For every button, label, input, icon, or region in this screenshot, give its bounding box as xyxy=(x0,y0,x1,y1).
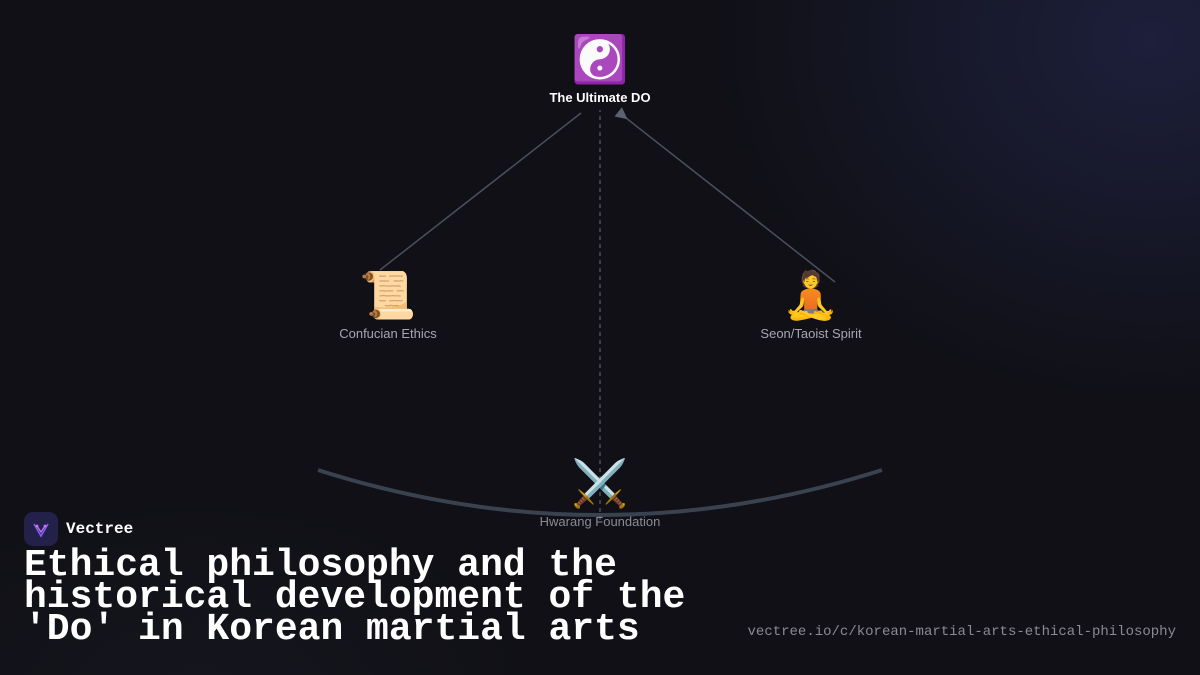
node-label: Confucian Ethics xyxy=(339,326,437,341)
foundation-arc xyxy=(317,468,883,517)
page-url[interactable]: vectree.io/c/korean-martial-arts-ethical… xyxy=(747,624,1176,640)
vectree-logo-icon xyxy=(24,512,58,546)
node-hwarang-foundation: ⚔️ Hwarang Foundation xyxy=(540,456,661,529)
yin-yang-icon: ☯️ xyxy=(571,32,629,86)
node-confucian-ethics: 📜 Confucian Ethics xyxy=(339,268,437,341)
node-label: The Ultimate DO xyxy=(549,90,651,105)
node-label: Hwarang Foundation xyxy=(539,514,661,529)
crossed-swords-icon: ⚔️ xyxy=(571,456,629,510)
page-title: Ethical philosophy and the historical de… xyxy=(24,544,686,651)
edge-seon-to-ultimate xyxy=(614,107,836,283)
brand[interactable]: Vectree xyxy=(24,512,133,546)
node-ultimate-do: ☯️ The Ultimate DO xyxy=(549,32,650,105)
meditation-icon: 🧘 xyxy=(782,268,840,322)
node-label: Seon/Taoist Spirit xyxy=(760,326,862,341)
brand-name: Vectree xyxy=(66,520,134,538)
node-seon-taoist-spirit: 🧘 Seon/Taoist Spirit xyxy=(760,268,861,341)
edge-confucian-to-ultimate xyxy=(379,112,582,271)
scroll-icon: 📜 xyxy=(359,268,417,322)
